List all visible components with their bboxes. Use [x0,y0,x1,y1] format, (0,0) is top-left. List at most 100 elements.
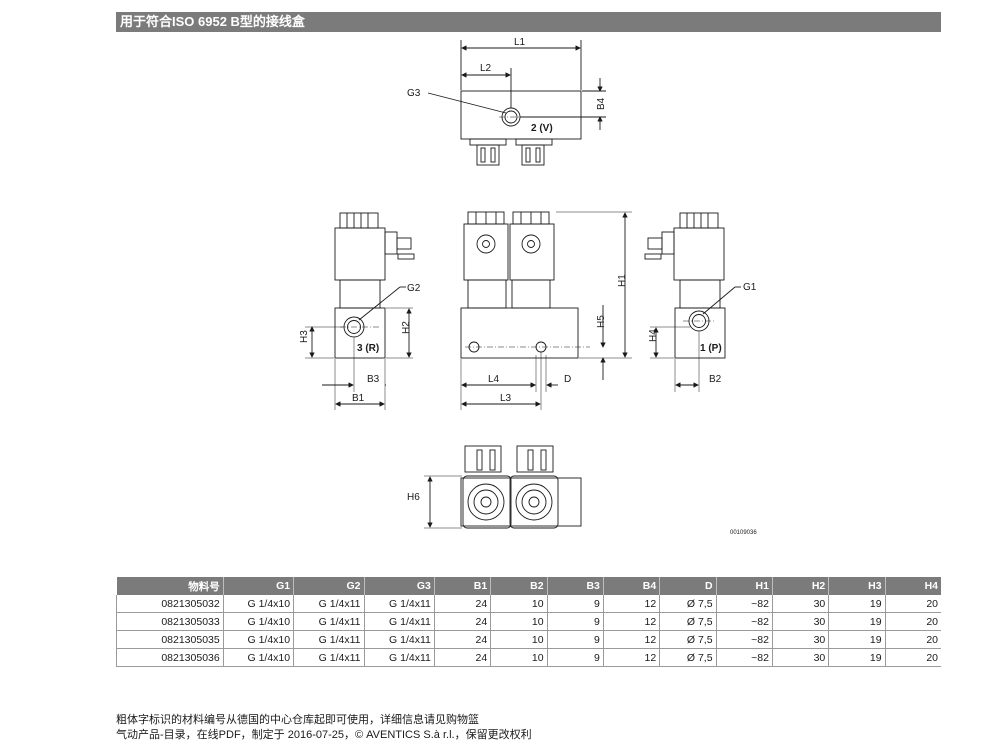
cell-d: Ø 7,5 [659,612,717,631]
section-title: 用于符合ISO 6952 B型的接线盒 [120,14,305,29]
cell-g3: G 1/4x11 [364,630,435,649]
col-h3: H3 [828,577,886,595]
col-g1: G1 [223,577,295,595]
label-port-3: 3 (R) [357,343,379,354]
cell-h1: ~82 [716,630,773,649]
label-d: D [564,374,571,385]
cell-b4: 12 [603,595,661,613]
table-row: 0821305035 G 1/4x10 G 1/4x11 G 1/4x11 24… [116,630,941,649]
cell-g2: G 1/4x11 [293,630,365,649]
cell-h2: 30 [772,630,830,649]
label-l4: L4 [488,374,500,385]
col-h4: H4 [885,577,941,595]
technical-drawing: L1 L2 G3 B4 2 (V) G2 H3 H2 3 (R) B3 B1 H… [299,37,757,536]
cell-b2: 10 [490,595,548,613]
cell-g1: G 1/4x10 [223,612,295,631]
cell-b2: 10 [490,612,548,631]
col-h1: H1 [716,577,773,595]
label-b2: B2 [709,374,722,385]
cell-material-number: 0821305035 [116,630,224,649]
col-b3: B3 [547,577,604,595]
cell-d: Ø 7,5 [659,630,717,649]
top-view-body [460,90,582,140]
table-row: 0821305032 G 1/4x10 G 1/4x11 G 1/4x11 24… [116,595,941,613]
cell-h3: 19 [828,630,886,649]
col-b4: B4 [603,577,661,595]
cell-h4: 20 [885,630,941,649]
footer-note: 粗体字标识的材料编号从德国的中心仓库起即可使用，详细信息请见购物篮 [116,714,479,726]
right-view-body [674,307,726,359]
left-view-body [334,307,386,359]
col-b1: B1 [434,577,492,595]
cell-b3: 9 [547,595,604,613]
left-view-coil [334,227,386,281]
cell-g3: G 1/4x11 [364,612,435,631]
table-row: 0821305036 G 1/4x10 G 1/4x11 G 1/4x11 24… [116,648,941,667]
cell-g1: G 1/4x10 [223,630,295,649]
cell-b3: 9 [547,648,604,667]
cell-g1: G 1/4x10 [223,595,295,613]
cell-b2: 10 [490,648,548,667]
cell-h2: 30 [772,648,830,667]
label-h4: H4 [648,329,659,342]
cell-g2: G 1/4x11 [293,648,365,667]
cell-material-number: 0821305032 [116,595,224,613]
cell-g3: G 1/4x11 [364,595,435,613]
cell-b2: 10 [490,630,548,649]
label-port-1: 1 (P) [700,343,722,354]
col-g2: G2 [293,577,365,595]
cell-g2: G 1/4x11 [293,612,365,631]
label-b4: B4 [596,97,607,110]
front-view-coil-left [463,223,509,281]
label-g3: G3 [407,88,421,99]
cell-b1: 24 [434,630,492,649]
cell-b3: 9 [547,630,604,649]
col-d: D [659,577,717,595]
cell-h3: 19 [828,648,886,667]
cell-h2: 30 [772,612,830,631]
specification-table: 物料号 G1 G2 G3 B1 B2 B3 B4 D H1 H2 H3 H4 0… [116,577,941,667]
cell-h4: 20 [885,595,941,613]
cell-g2: G 1/4x11 [293,595,365,613]
cell-material-number: 0821305033 [116,612,224,631]
col-material-number: 物料号 [116,577,224,595]
table-row: 0821305033 G 1/4x10 G 1/4x11 G 1/4x11 24… [116,612,941,631]
label-b3: B3 [367,374,380,385]
cell-g3: G 1/4x11 [364,648,435,667]
cell-h4: 20 [885,612,941,631]
right-view-coil [673,227,725,281]
label-h6: H6 [407,492,420,503]
cell-b1: 24 [434,648,492,667]
cell-d: Ø 7,5 [659,648,717,667]
label-h3: H3 [299,330,310,343]
front-view-coil-right [509,223,555,281]
cell-h1: ~82 [716,648,773,667]
footer-catalog-info: 气动产品-目录，在线PDF，制定于 2016-07-25，© AVENTICS … [116,729,532,741]
cell-b1: 24 [434,612,492,631]
section-header: 用于符合ISO 6952 B型的接线盒 [116,12,941,32]
cell-g1: G 1/4x10 [223,648,295,667]
col-g3: G3 [364,577,435,595]
label-b1: B1 [352,393,365,404]
cell-material-number: 0821305036 [116,648,224,667]
label-l1: L1 [514,37,526,48]
label-port-2: 2 (V) [531,123,553,134]
cell-h3: 19 [828,595,886,613]
label-h5: H5 [596,315,607,328]
cell-b4: 12 [603,630,661,649]
table-header-row: 物料号 G1 G2 G3 B1 B2 B3 B4 D H1 H2 H3 H4 [116,577,941,595]
label-l3: L3 [500,393,512,404]
col-h2: H2 [772,577,830,595]
cell-b1: 24 [434,595,492,613]
cell-b4: 12 [603,612,661,631]
front-view-manifold [460,307,579,359]
cell-h1: ~82 [716,612,773,631]
cell-h1: ~82 [716,595,773,613]
cell-b4: 12 [603,648,661,667]
label-g2: G2 [407,283,421,294]
bottom-view-body [460,477,582,527]
drawing-number: 00109036 [730,530,757,536]
col-b2: B2 [490,577,548,595]
cell-h3: 19 [828,612,886,631]
cell-h4: 20 [885,648,941,667]
